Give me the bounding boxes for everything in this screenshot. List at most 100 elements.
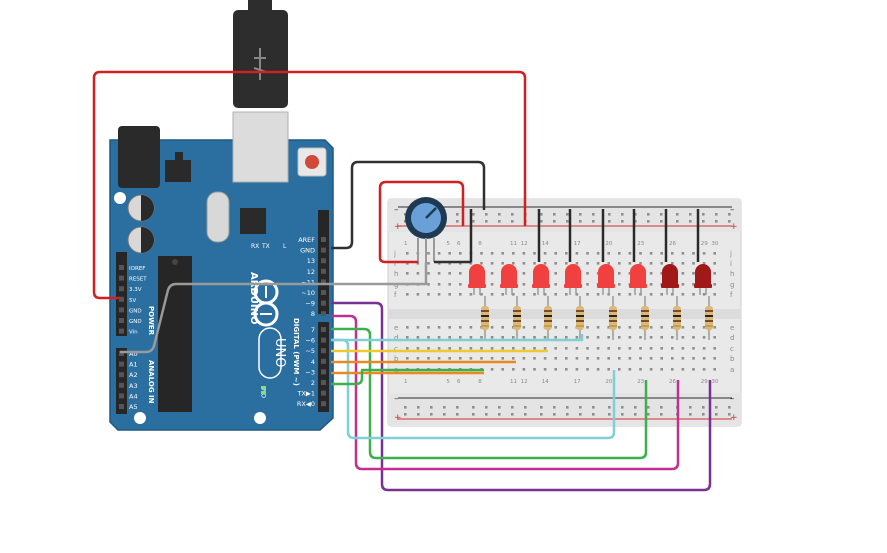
wire-gnd-black [331,160,486,250]
led[interactable] [564,264,582,295]
rail-plus-top-right-label: + [730,222,738,232]
column-number: 1 [404,379,408,385]
column-number: 8 [478,379,482,385]
resistors[interactable] [481,296,713,340]
led[interactable] [661,264,679,295]
column-number: 11 [510,241,517,247]
rail-plus-bottom-right-label: + [730,413,738,423]
analog-pin-label: A0 [129,350,138,358]
power-title: POWER [147,306,155,336]
row-label: j [393,250,396,258]
row-label: i [394,260,396,268]
row-label: c [730,345,734,353]
power-pin-label: Vin [129,330,138,336]
resistor[interactable] [544,296,552,340]
wires[interactable] [92,70,712,492]
power-pin-label: IOREF [129,266,145,272]
wire-5v-red [92,70,527,300]
microcontroller-chip [158,256,192,412]
power-pin-label: GND [129,319,142,325]
digital-pin-label: TX▶1 [296,390,315,398]
digital-pin-label: 12 [307,268,315,276]
resistor[interactable] [609,296,617,340]
row-label: f [730,291,733,299]
power-pin-label: GND [129,308,142,314]
column-number: 20 [605,379,612,385]
usb-port [232,111,289,183]
digital-pin-label: GND [300,247,315,255]
resistor[interactable] [481,296,489,340]
digital-pin-label: RX◀0 [297,400,315,408]
digital-pin-label: ~11 [301,278,315,286]
column-number: 30 [711,379,718,385]
analog-pin-label: A4 [129,392,138,400]
wire-pin9-purple [331,301,712,492]
row-label: c [394,345,398,353]
analog-pin-label: A3 [129,382,138,390]
rail-minus-top-label: – [394,205,399,215]
resistor[interactable] [513,296,521,340]
analog-pin-label: A2 [129,371,138,379]
row-label: e [730,324,734,332]
column-number: 17 [574,241,581,247]
led[interactable] [500,264,518,295]
column-number: 17 [574,379,581,385]
power-header[interactable] [116,252,127,336]
row-label: h [730,270,734,278]
rail-plus-bottom-label: + [394,413,402,423]
leds[interactable] [468,264,712,295]
digital-pin-label: 7 [311,326,315,334]
row-label: d [730,334,734,342]
power-pin-label: 5V [129,298,136,304]
led[interactable] [694,264,712,295]
rail-minus-bottom-label: – [394,394,399,404]
rx-label: RX [251,243,259,250]
arduino-uno-board[interactable]: UNO ARDUINO POWER ANALOG IN DIGITAL (PWM… [109,0,334,431]
digital-pin-label: 2 [311,379,315,387]
led[interactable] [532,264,550,295]
wire-pin8-magenta [331,314,680,471]
row-label: f [394,291,397,299]
digital-pin-label: ~9 [305,300,315,308]
row-label: b [730,355,735,363]
resistor[interactable] [705,296,713,340]
l-label: L [283,243,287,250]
column-number: 23 [637,379,644,385]
led[interactable] [468,264,486,295]
analog-pin-label: A1 [129,361,138,369]
row-label: i [730,260,732,268]
rail-plus-top-label: + [394,222,402,232]
column-number: 11 [510,379,517,385]
column-number: 5 [446,241,450,247]
tx-label: TX [261,243,270,250]
column-number: 6 [457,379,461,385]
resistor[interactable] [673,296,681,340]
analog-pin-label: A5 [129,403,138,411]
column-number: 29 [701,241,708,247]
wire-pin7-green [331,327,648,460]
led[interactable] [597,264,615,295]
column-number: 23 [637,241,644,247]
analog-title: ANALOG IN [147,360,155,404]
digital-header-lower[interactable] [318,322,329,412]
wire-pot-red [378,180,465,264]
analog-header[interactable] [116,348,127,414]
ground-jumpers[interactable] [469,209,700,262]
column-number: 6 [457,241,461,247]
digital-pin-label: 8 [311,310,315,318]
column-number: 5 [446,379,450,385]
column-number: 20 [605,241,612,247]
row-label: b [394,355,399,363]
arduino-logo [253,279,279,327]
digital-pin-label: 4 [311,358,315,366]
digital-pin-label: ~6 [305,337,315,345]
row-label: j [729,250,732,258]
resistor[interactable] [641,296,649,340]
potentiometer[interactable] [405,197,447,262]
led[interactable] [629,264,647,295]
wire-pin6-cyan [331,338,616,440]
resistor[interactable] [576,296,584,340]
digital-pin-label: AREF [298,236,315,244]
